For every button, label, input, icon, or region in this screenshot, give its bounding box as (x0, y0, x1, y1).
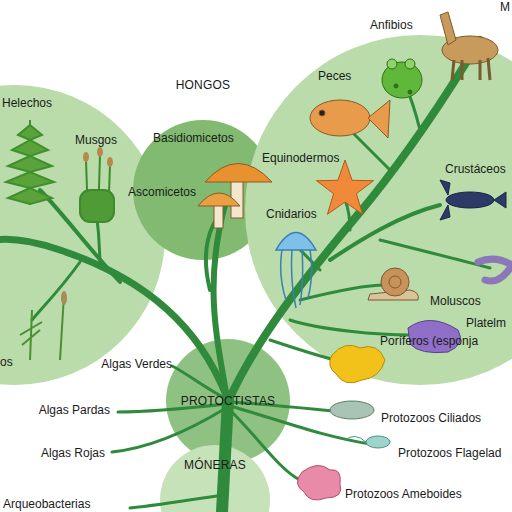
group-name: Basidiomicetos (153, 131, 234, 145)
kingdom-circle: PROTOCTISTAS (166, 339, 290, 463)
group-name: Protozoos Flagelad (398, 446, 501, 460)
group-name: Protozoos Ameboides (345, 487, 462, 501)
group-name: M (500, 0, 510, 14)
circle-fill (245, 35, 512, 385)
group-name: Ascomicetos (128, 185, 196, 199)
group-name: Algas Verdes (101, 357, 172, 371)
circle-outline (160, 445, 270, 512)
group-name: Protozoos Ciliados (381, 411, 481, 425)
kingdom-circle: HelechosMusgos os (0, 85, 165, 385)
group-name: Cnidarios (266, 207, 317, 221)
group-name: Algas Rojas (41, 446, 105, 460)
group-name: Helechos (2, 96, 52, 110)
group-name: Arqueobacterias (3, 497, 90, 511)
kingdom-circle: HONGOSBasidiomicetosAscomicetos (133, 120, 273, 260)
kingdom-circle: MAnfibiosPecesEquinodermosCnidariosCrust… (245, 35, 512, 385)
group-name: Poríferos (esponja (380, 334, 478, 348)
group-name: Anfibios (370, 18, 413, 32)
circle-fill (0, 85, 165, 385)
group-name: Equinodermos (262, 151, 339, 165)
kingdom-name: MÓNERAS (184, 458, 246, 472)
circle-fill (160, 445, 270, 512)
kingdom-name: HONGOS (176, 78, 231, 92)
group-name: Peces (318, 69, 351, 83)
group-name: Crustáceos (445, 162, 506, 176)
kingdom-circle: MÓNERAS (160, 445, 270, 512)
group-name: Platelm (466, 316, 506, 330)
group-name: Algas Pardas (39, 403, 110, 417)
group-name: os (0, 355, 13, 369)
group-name: Moluscos (430, 294, 481, 308)
circle-outline (0, 85, 165, 385)
circle-fill (166, 339, 290, 463)
kingdom-name: PROTOCTISTAS (181, 394, 276, 408)
group-name: Musgos (75, 133, 117, 147)
